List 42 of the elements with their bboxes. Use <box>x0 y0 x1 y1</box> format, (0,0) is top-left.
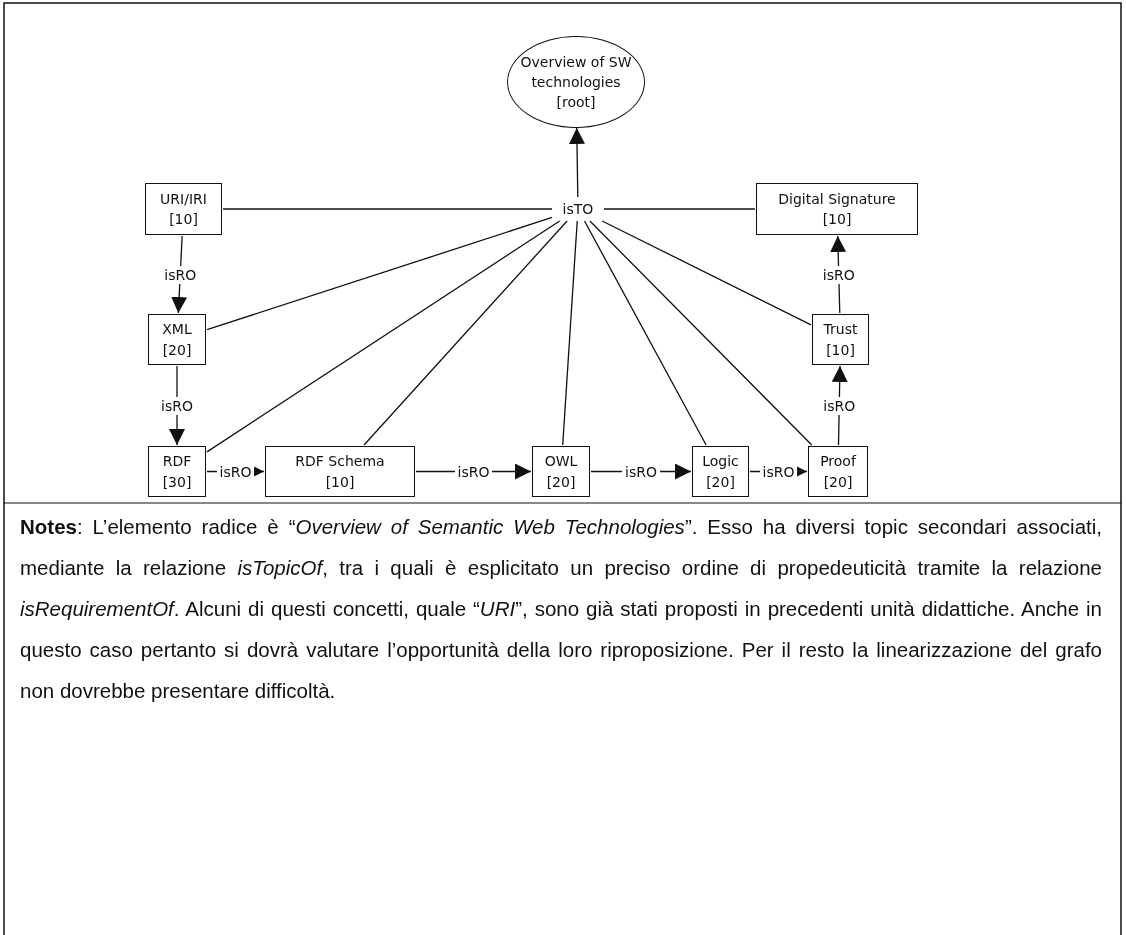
topic-name: RDF Schema <box>295 452 385 472</box>
connector-line <box>603 208 756 210</box>
topic-name: Overview of SW technologies <box>519 52 633 92</box>
weight-label: [20] <box>162 340 192 360</box>
topic-box <box>692 446 749 497</box>
topic-name: OWL <box>544 452 578 472</box>
weight-label: [10] <box>169 210 198 229</box>
weight-label: [10] <box>325 472 355 492</box>
weight-label: [10] <box>826 340 855 360</box>
weight-label: [10] <box>822 210 852 229</box>
topic-name: URI/IRI <box>160 189 207 209</box>
topic-box <box>145 183 222 235</box>
arrow <box>569 127 585 198</box>
topic-box <box>532 446 590 497</box>
connector-line <box>601 220 812 326</box>
topic-box <box>148 446 206 497</box>
topic-box <box>812 314 869 365</box>
topic-name: Logic <box>702 452 739 472</box>
topic-box <box>808 446 868 497</box>
topic-name: Proof <box>820 452 856 472</box>
topic-name: RDF <box>162 452 192 472</box>
weight-label: [30] <box>162 472 192 492</box>
connector-line <box>363 220 568 446</box>
topic-name: Digital Signature <box>778 189 896 209</box>
notes-paragraph: Notes: L’elemento radice è “Overview of Semantic Web Technologies”. Esso ha diversi topic secondari associati, mediante la relazione isTopicOf, tra i quali è esplicitato un preciso ordine di propedeuticità tramite la relazione isRequirementOf. Alcuni di questi concetti, quale “URI”, sono già stati proposti in precedenti unità didattiche. Anche in questo caso pertanto si dovrà valutare l’opportunità della loro riproposizione. Per il resto la linearizzazione del grafo non dovrebbe presentare difficoltà. <box>20 514 1102 704</box>
connector-line <box>562 220 578 446</box>
topic-name: XML <box>162 320 192 340</box>
edge-label: isRO <box>759 462 798 481</box>
topic-box <box>756 183 918 235</box>
weight-label: [root] <box>556 93 596 113</box>
weight-label: [20] <box>706 472 735 492</box>
weight-label: [20] <box>546 472 576 492</box>
connector-line <box>206 216 553 331</box>
topic-name: Trust <box>823 320 858 340</box>
connector-line <box>583 220 707 446</box>
edge-label: isRO <box>216 462 255 481</box>
connector-line <box>222 208 553 210</box>
topic-box <box>148 314 206 365</box>
connector-line <box>589 220 813 446</box>
topic-box <box>265 446 415 497</box>
weight-label: [20] <box>823 472 853 492</box>
connector-line <box>206 220 561 453</box>
